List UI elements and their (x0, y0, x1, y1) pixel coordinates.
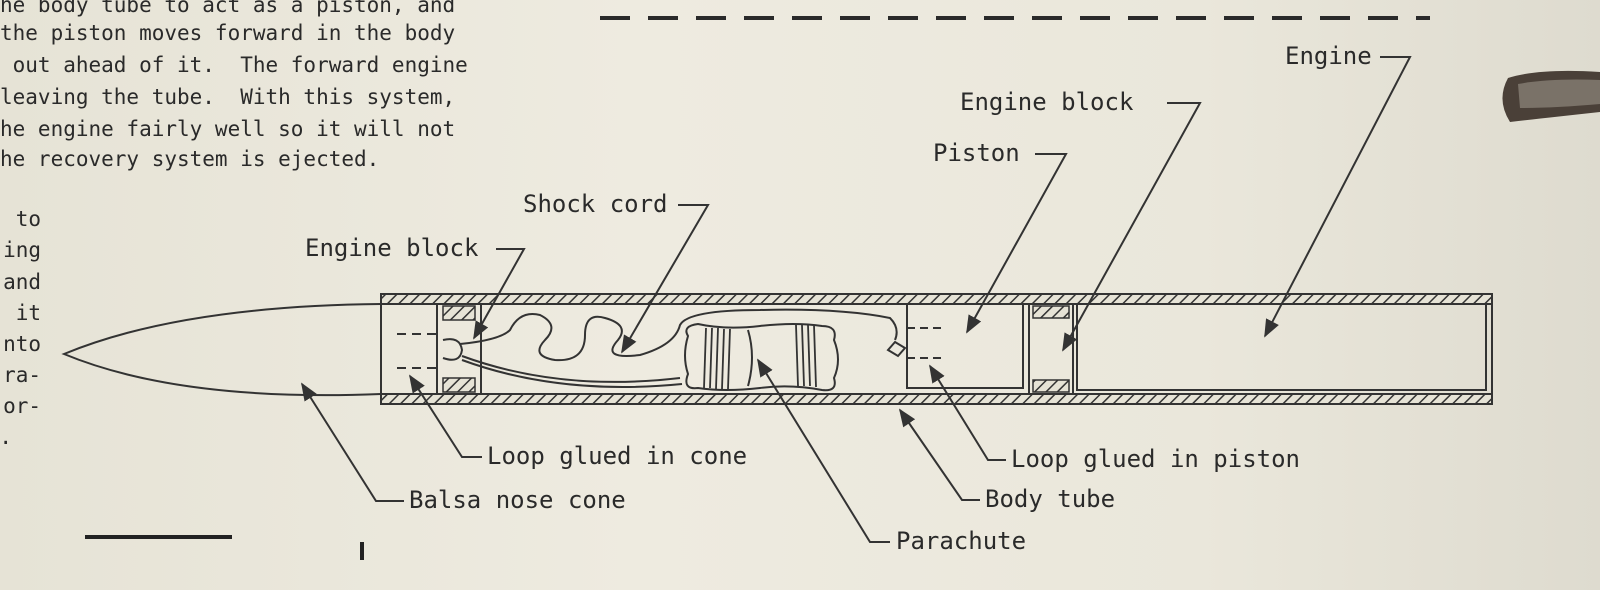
body-tube-bottom-wall (380, 393, 1493, 405)
paragraph-line: leaving the tube. With this system, (0, 85, 455, 109)
margin-fragment: nto (3, 332, 41, 356)
shroud-lines (461, 355, 681, 383)
label-parachute: Parachute (896, 527, 1026, 555)
engine-block-ring-bottom (442, 377, 476, 393)
leader-loop-cone (409, 374, 482, 458)
rear-block-ring-bottom (1032, 379, 1070, 393)
body-tube-top-wall (380, 293, 1493, 305)
label-piston: Piston (933, 139, 1020, 167)
margin-fragment: it (16, 301, 41, 325)
leader-shock-cord (621, 204, 710, 354)
paragraph-line: he recovery system is ejected. (0, 147, 379, 171)
label-body-tube: Body tube (985, 485, 1115, 513)
paragraph-line: he engine fairly well so it will not (0, 117, 455, 141)
piston-loop (886, 340, 907, 358)
margin-fragments: to ing and it nto ra- or- . (0, 207, 41, 449)
leader-engine (1264, 56, 1412, 338)
leader-balsa-nose-cone (301, 382, 404, 502)
margin-fragment: to (16, 207, 41, 231)
leader-parachute (757, 358, 890, 543)
label-loop-piston: Loop glued in piston (1011, 445, 1300, 473)
cone-loop (442, 338, 464, 361)
piston (906, 303, 1024, 389)
label-loop-cone: Loop glued in cone (487, 442, 747, 470)
margin-fragment: . (0, 425, 12, 449)
label-engine-block-front: Engine block (305, 234, 479, 262)
parachute-bundle (684, 322, 839, 392)
forward-engine-block (436, 303, 482, 395)
callouts: Engine Engine block Piston Shock cord En… (301, 42, 1412, 555)
label-engine: Engine (1285, 42, 1372, 70)
margin-fragment: and (3, 270, 41, 294)
engine-casing (1076, 303, 1487, 391)
leader-engine-block-front (473, 248, 526, 340)
leader-piston (966, 153, 1068, 334)
margin-fragment: ing (3, 238, 41, 262)
margin-fragment: ra- (3, 363, 41, 387)
paragraph-line: out ahead of it. The forward engine (0, 53, 468, 77)
paragraph-line: he body tube to act as a piston, and (0, 0, 455, 17)
leader-engine-block-rear (1062, 102, 1202, 352)
leader-body-tube (898, 408, 980, 501)
leader-loop-piston (929, 364, 1006, 461)
engine-block-ring-top (442, 305, 476, 321)
label-balsa-nose-cone: Balsa nose cone (409, 486, 626, 514)
shroud-lines (461, 359, 683, 388)
binder-clip (1502, 70, 1600, 122)
margin-fragment: or- (3, 394, 41, 418)
shock-cord (459, 308, 898, 362)
paragraph-line: the piston moves forward in the body (0, 21, 455, 45)
label-shock-cord: Shock cord (523, 190, 668, 218)
balsa-nose-cone (61, 303, 382, 397)
paragraph-text: he body tube to act as a piston, and the… (0, 0, 468, 171)
rear-block-ring-top (1032, 305, 1070, 319)
label-engine-block-rear: Engine block (960, 88, 1134, 116)
